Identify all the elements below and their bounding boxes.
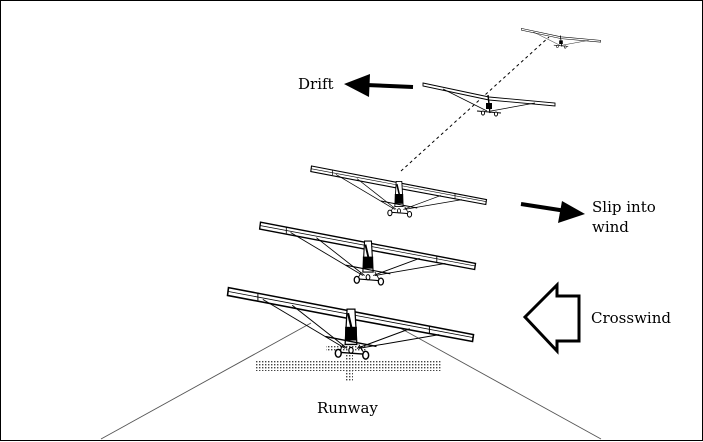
slip-arrow-icon — [520, 201, 585, 223]
airplane-far — [520, 27, 602, 49]
drift-track-line — [400, 36, 550, 172]
crosswind-arrow-icon — [522, 281, 581, 355]
drift-arrow-icon — [344, 74, 414, 97]
crosswind-label: Crosswind — [591, 309, 671, 327]
runway-right-edge — [390, 322, 602, 440]
airplane-drifting — [422, 82, 556, 117]
slip-label-line1: Slip into — [592, 198, 656, 216]
runway-label: Runway — [317, 399, 378, 417]
drift-label: Drift — [298, 75, 334, 93]
runway-markings — [255, 345, 441, 381]
slip-label-line2: wind — [592, 218, 629, 236]
runway-left-edge — [100, 322, 312, 440]
airplane-slip-2 — [258, 221, 477, 286]
airplane-slip-1 — [310, 165, 488, 218]
